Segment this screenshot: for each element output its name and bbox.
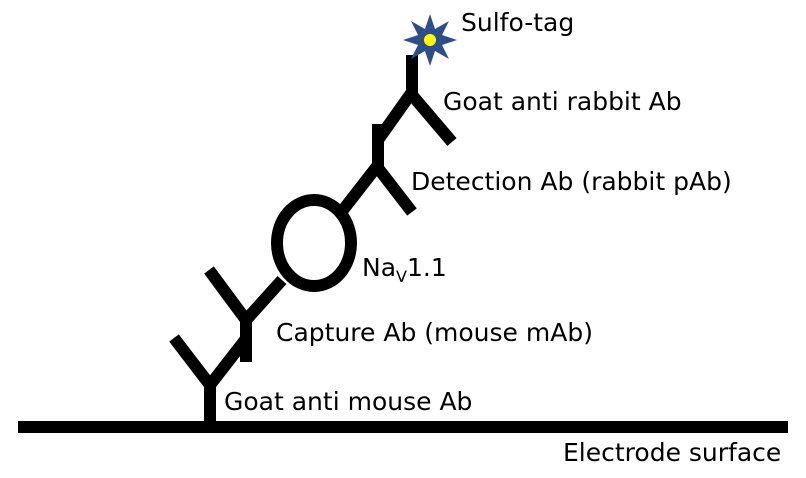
nav-label-rest: 1.1 bbox=[407, 253, 447, 282]
goat-anti-mouse-label: Goat anti mouse Ab bbox=[224, 387, 472, 416]
goat-anti-rabbit-antibody-icon bbox=[373, 55, 457, 146]
goat-anti-rabbit-label: Goat anti rabbit Ab bbox=[443, 87, 682, 116]
nav-label-subscript: V bbox=[396, 267, 407, 286]
electrode-surface-label: Electrode surface bbox=[563, 438, 781, 467]
electrode-surface-line bbox=[18, 421, 788, 433]
sulfo-tag-label: Sulfo-tag bbox=[461, 8, 574, 37]
goat-anti-mouse-antibody-icon bbox=[169, 334, 250, 421]
nav-label: NaV1.1 bbox=[362, 253, 447, 286]
sulfo-tag-star-icon bbox=[403, 14, 457, 66]
nav-antigen-oval-icon bbox=[271, 194, 357, 292]
nav-label-main: Na bbox=[362, 253, 396, 282]
capture-ab-label: Capture Ab (mouse mAb) bbox=[276, 318, 593, 347]
capture-antibody-icon bbox=[204, 266, 287, 362]
detection-ab-label: Detection Ab (rabbit pAb) bbox=[411, 167, 732, 196]
